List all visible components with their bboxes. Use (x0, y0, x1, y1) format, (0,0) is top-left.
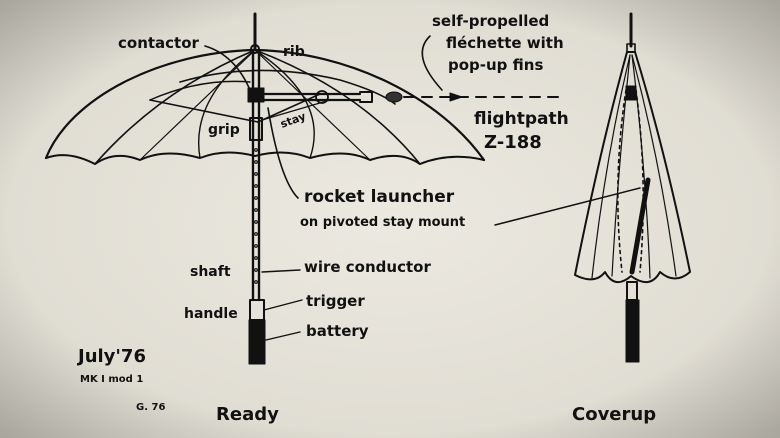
canopy-frame (179, 69, 396, 105)
label-rib: rib (283, 44, 305, 60)
label-battery: battery (306, 322, 369, 340)
stay-right (257, 93, 321, 123)
labels: contactor rib self-propelled fléchette w… (76, 12, 656, 425)
label-wire: wire conductor (304, 258, 431, 276)
label-projectile-2: fléchette with (446, 34, 564, 52)
coverup-contactor (625, 85, 637, 101)
coverup-handle (625, 299, 640, 363)
hidden-stay-right (635, 89, 644, 273)
ready-umbrella (44, 12, 641, 365)
flechette-arrow (449, 92, 463, 102)
label-coverup: Coverup (572, 404, 656, 425)
label-grip: grip (208, 122, 240, 138)
label-date: July'76 (76, 346, 146, 367)
battery-handle (248, 319, 266, 365)
label-flightpath-id: Z-188 (484, 132, 542, 153)
runner-grip (249, 117, 263, 141)
launcher-pivot (315, 90, 329, 104)
label-trigger: trigger (306, 292, 365, 310)
fin-cluster (385, 91, 403, 103)
label-launcher-1: rocket launcher (304, 187, 455, 207)
rib-right-outer (254, 49, 421, 165)
rib-right-inner (254, 49, 315, 159)
leader-projectile (421, 35, 443, 91)
fold-line-1 (591, 54, 631, 279)
rib-left-outer (94, 49, 256, 165)
coverup-launcher (629, 177, 651, 275)
fold-line-3 (631, 54, 651, 279)
fold-line-4 (631, 54, 677, 277)
label-handle: handle (184, 306, 238, 322)
label-launcher-2: on pivoted stay mount (300, 215, 465, 230)
stay-right-2 (261, 99, 331, 121)
fold-line-2 (611, 54, 631, 277)
label-flightpath: flightpath (474, 109, 569, 129)
leader-trigger (263, 299, 303, 311)
label-projectile-3: pop-up fins (448, 56, 543, 74)
stay-left (149, 99, 259, 123)
rib-left-inner (198, 49, 256, 159)
label-initials: G. 76 (136, 402, 165, 413)
rib-left-mid (139, 49, 256, 161)
coverup-umbrella (574, 12, 691, 363)
label-contactor: contactor (118, 34, 200, 52)
leader-battery (265, 331, 301, 341)
launcher-tube (260, 92, 362, 102)
label-ready: Ready (216, 404, 279, 425)
leader-contactor (204, 45, 251, 91)
folded-canopy (574, 51, 691, 283)
leader-wire (261, 269, 301, 273)
label-shaft: shaft (190, 264, 231, 280)
hidden-stay-left (617, 89, 627, 273)
leader-coverup-launcher (494, 187, 641, 226)
canopy-hem (45, 151, 485, 165)
canopy-frame-left (149, 80, 251, 101)
wire-conductor-dots (254, 148, 258, 284)
launcher-nozzle (359, 91, 373, 103)
label-model: MK I mod 1 (80, 374, 143, 385)
label-projectile-1: self-propelled (432, 12, 549, 30)
leader-launcher (267, 107, 299, 199)
